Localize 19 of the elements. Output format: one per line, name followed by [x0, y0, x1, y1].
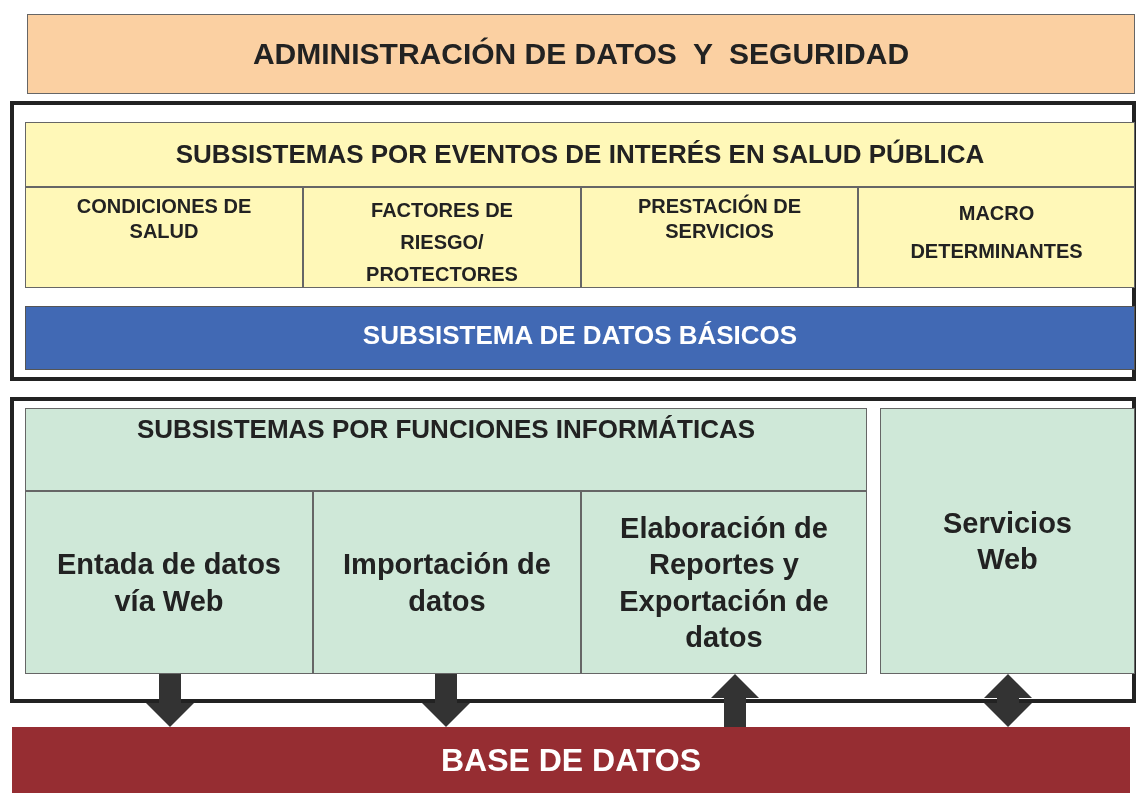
- function-box: Importación de datos: [313, 491, 581, 674]
- category-box: FACTORES DE RIESGO/ PROTECTORES: [303, 187, 581, 288]
- header-box: SUBSISTEMAS POR EVENTOS DE INTERÉS EN SALUD PÚBLICA: [25, 122, 1135, 187]
- band-box: SUBSISTEMA DE DATOS BÁSICOS: [25, 306, 1135, 370]
- frame-box: [10, 101, 1136, 381]
- function-box: Elaboración de Reportes y Exportación de datos: [581, 491, 867, 674]
- frame-box: [10, 397, 1136, 703]
- header-box: SUBSISTEMAS POR FUNCIONES INFORMÁTICAS: [25, 408, 867, 491]
- category-box: MACRO DETERMINANTES: [858, 187, 1135, 288]
- block-arrow: [984, 674, 1032, 727]
- block-arrow: [146, 674, 194, 727]
- category-box: PRESTACIÓN DE SERVICIOS: [581, 187, 858, 288]
- database-band: BASE DE DATOS: [12, 727, 1130, 793]
- title-box: ADMINISTRACIÓN DE DATOS Y SEGURIDAD: [27, 14, 1135, 94]
- block-arrow: [422, 674, 470, 727]
- block-arrow: [711, 674, 759, 727]
- category-box: CONDICIONES DE SALUD: [25, 187, 303, 288]
- function-box: Entada de datos vía Web: [25, 491, 313, 674]
- function-box: Servicios Web: [880, 408, 1135, 674]
